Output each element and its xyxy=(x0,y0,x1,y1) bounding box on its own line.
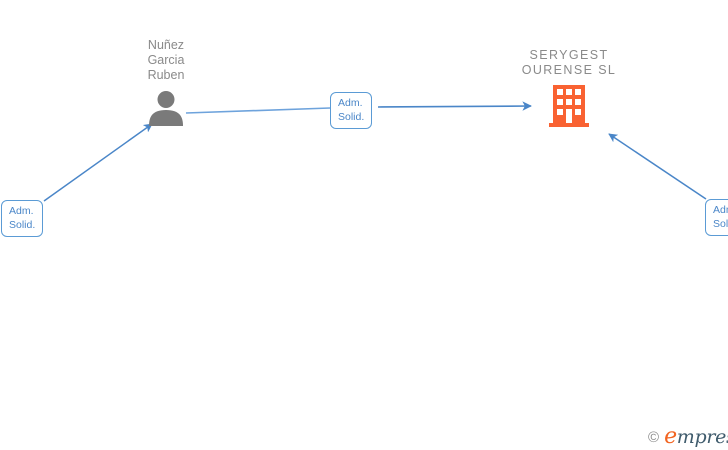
node-person[interactable]: Nuñez Garcia Ruben xyxy=(118,38,214,126)
node-company[interactable]: SERYGEST OURENSE SL xyxy=(505,48,633,128)
relation-right-line-2: Solid. xyxy=(713,218,728,230)
person-name-line-2: Garcia xyxy=(147,53,185,67)
company-name-line-2: OURENSE SL xyxy=(521,63,617,77)
brand-initial: e xyxy=(664,424,677,449)
person-name-line-3: Ruben xyxy=(147,68,185,82)
building-icon[interactable] xyxy=(505,84,633,128)
relation-left-line-2: Solid. xyxy=(9,219,36,231)
watermark: © empresia xyxy=(648,426,728,448)
relation-center-line-2: Solid. xyxy=(338,111,365,123)
relation-label-right[interactable]: Adm. Solid. xyxy=(705,199,728,236)
person-name: Nuñez Garcia Ruben xyxy=(118,38,214,83)
person-name-line-1: Nuñez xyxy=(147,38,185,52)
relation-left-line-1: Adm. xyxy=(9,205,34,217)
relation-label-center[interactable]: Adm. Solid. xyxy=(330,92,373,129)
relation-center-line-1: Adm. xyxy=(338,97,363,109)
relation-label-left[interactable]: Adm. Solid. xyxy=(1,200,44,237)
edge-right-label-to-company xyxy=(608,133,707,200)
brand-rest: mpresia xyxy=(676,426,728,448)
relation-right-line-1: Adm. xyxy=(713,204,728,216)
edge-left-label-to-person xyxy=(43,123,153,202)
company-name: SERYGEST OURENSE SL xyxy=(505,48,633,78)
brand-logo: empresia xyxy=(664,426,728,448)
copyright-icon: © xyxy=(648,428,660,446)
company-name-line-1: SERYGEST xyxy=(529,48,609,62)
person-icon[interactable] xyxy=(118,90,214,126)
